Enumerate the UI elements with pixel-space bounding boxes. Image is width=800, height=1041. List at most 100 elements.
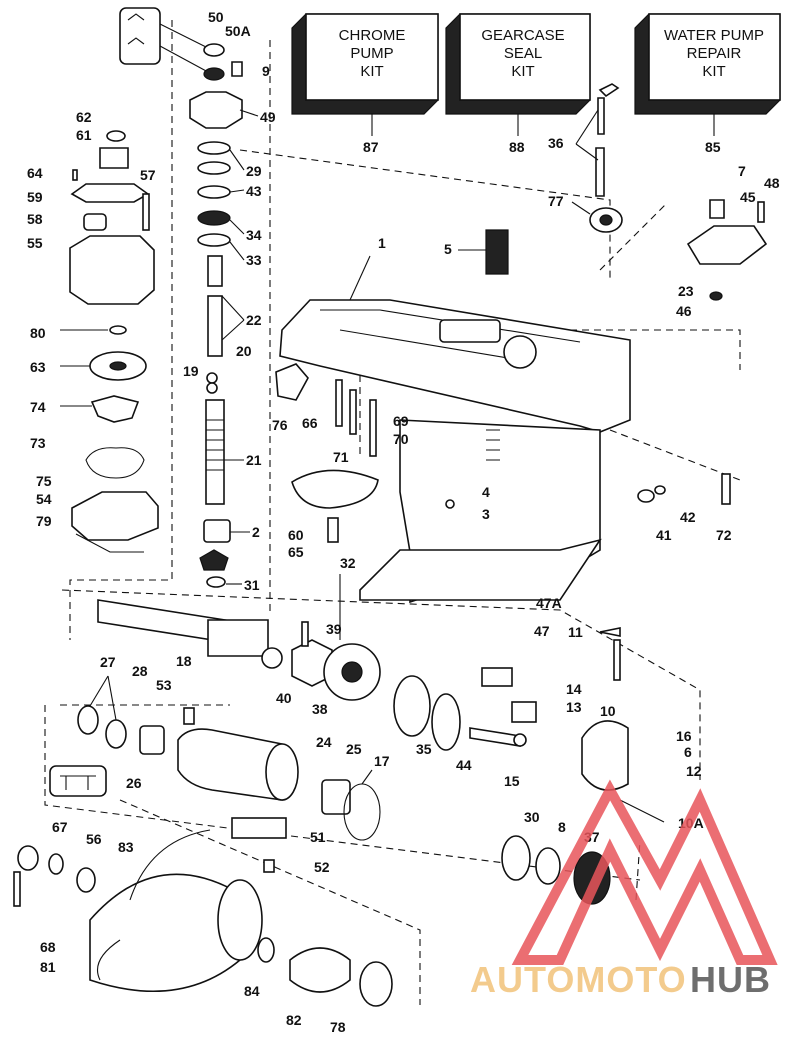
callout-83: 83	[118, 839, 134, 855]
callout-18: 18	[176, 653, 192, 669]
callout-50: 50	[208, 9, 224, 25]
callout-73: 73	[30, 435, 46, 451]
callout-71: 71	[333, 449, 349, 465]
kit-gearcase-line2: SEAL	[504, 45, 542, 62]
callout-49: 49	[260, 109, 276, 125]
gearcase-housing	[275, 229, 631, 604]
kit-waterpump-line2: REPAIR	[687, 45, 742, 62]
watermark-text-hub: HUB	[690, 959, 771, 1000]
callout-35: 35	[416, 741, 432, 757]
callout-46: 46	[676, 303, 692, 319]
callout-labels: 50 50A 9 49 29 43 34 33 22 20 19 21 2 32…	[27, 9, 780, 1035]
callout-47A: 47A	[536, 595, 562, 611]
callout-33: 33	[246, 252, 262, 268]
callout-6: 6	[684, 744, 692, 760]
callout-63: 63	[30, 359, 46, 375]
callout-19: 19	[183, 363, 199, 379]
callout-34: 34	[246, 227, 262, 243]
callout-67: 67	[52, 819, 68, 835]
callout-4: 4	[482, 484, 490, 500]
callout-29: 29	[246, 163, 262, 179]
callout-28: 28	[132, 663, 148, 679]
kit-gearcase-line3: KIT	[511, 63, 534, 80]
callout-84: 84	[244, 983, 260, 999]
driveshaft-stack	[119, 7, 243, 588]
kit-chrome-line3: KIT	[360, 63, 383, 80]
callout-82: 82	[286, 1012, 302, 1028]
callout-74: 74	[30, 399, 46, 415]
kit-box-chrome-pump: CHROME PUMP KIT	[291, 13, 439, 136]
callout-55: 55	[27, 235, 43, 251]
callout-25: 25	[346, 741, 362, 757]
callout-20: 20	[236, 343, 252, 359]
callout-23: 23	[678, 283, 694, 299]
bearing-housing-assembly	[49, 705, 381, 873]
callout-57: 57	[140, 167, 156, 183]
callout-56: 56	[86, 831, 102, 847]
callout-15: 15	[504, 773, 520, 789]
automotohub-watermark: AUTOMOTO HUB	[470, 779, 778, 1000]
callout-51: 51	[310, 829, 326, 845]
callout-21: 21	[246, 452, 262, 468]
callout-59: 59	[27, 189, 43, 205]
kit-waterpump-line1: WATER PUMP	[664, 27, 764, 44]
seal-detail-inset-2	[49, 765, 107, 797]
watermark-text-automoto: AUTOMOTO	[470, 959, 687, 1000]
callout-17: 17	[374, 753, 390, 769]
kit-box-water-pump-repair: WATER PUMP REPAIR KIT	[634, 13, 781, 136]
callout-3: 3	[482, 506, 490, 522]
callout-72: 72	[716, 527, 732, 543]
callout-60: 60	[288, 527, 304, 543]
callout-2: 2	[252, 524, 260, 540]
callout-54: 54	[36, 491, 52, 507]
leader-lines	[60, 109, 665, 823]
callout-53: 53	[156, 677, 172, 693]
callout-77: 77	[548, 193, 564, 209]
callout-42: 42	[680, 509, 696, 525]
kit-chrome-line2: PUMP	[350, 45, 393, 62]
callout-75: 75	[36, 473, 52, 489]
callout-61: 61	[76, 127, 92, 143]
callout-47: 47	[534, 623, 550, 639]
callout-9: 9	[262, 63, 270, 79]
callout-52: 52	[314, 859, 330, 875]
kit-box-gearcase-seal: GEARCASE SEAL KIT	[445, 13, 591, 136]
kit-chrome-line1: CHROME	[339, 27, 406, 44]
prop-shaft-assembly	[97, 599, 629, 791]
mid-bolts-and-plates	[291, 379, 731, 543]
callout-5: 5	[444, 241, 452, 257]
callout-10: 10	[600, 703, 616, 719]
callout-39: 39	[326, 621, 342, 637]
callout-44: 44	[456, 757, 472, 773]
callout-40: 40	[276, 690, 292, 706]
callout-16: 16	[676, 728, 692, 744]
callout-88: 88	[509, 139, 525, 155]
callout-81: 81	[40, 959, 56, 975]
callout-50A: 50A	[225, 23, 251, 39]
callout-87: 87	[363, 139, 379, 155]
kit-waterpump-line3: KIT	[702, 63, 725, 80]
callout-7: 7	[738, 163, 746, 179]
shift-rod-cover	[686, 199, 768, 301]
callout-85: 85	[705, 139, 721, 155]
callout-68: 68	[40, 939, 56, 955]
callout-66: 66	[302, 415, 318, 431]
callout-80: 80	[30, 325, 46, 341]
watermark-logo-icon	[511, 779, 778, 965]
seal-detail-inset	[119, 7, 161, 65]
callout-41: 41	[656, 527, 672, 543]
callout-30: 30	[524, 809, 540, 825]
callout-26: 26	[126, 775, 142, 791]
callout-12: 12	[686, 763, 702, 779]
callout-1: 1	[378, 235, 386, 251]
callout-62: 62	[76, 109, 92, 125]
callout-76: 76	[272, 417, 288, 433]
callout-43: 43	[246, 183, 262, 199]
callout-70: 70	[393, 431, 409, 447]
callout-78: 78	[330, 1019, 346, 1035]
callout-48: 48	[764, 175, 780, 191]
water-pump-assembly	[69, 130, 159, 553]
callout-79: 79	[36, 513, 52, 529]
callout-69: 69	[393, 413, 409, 429]
